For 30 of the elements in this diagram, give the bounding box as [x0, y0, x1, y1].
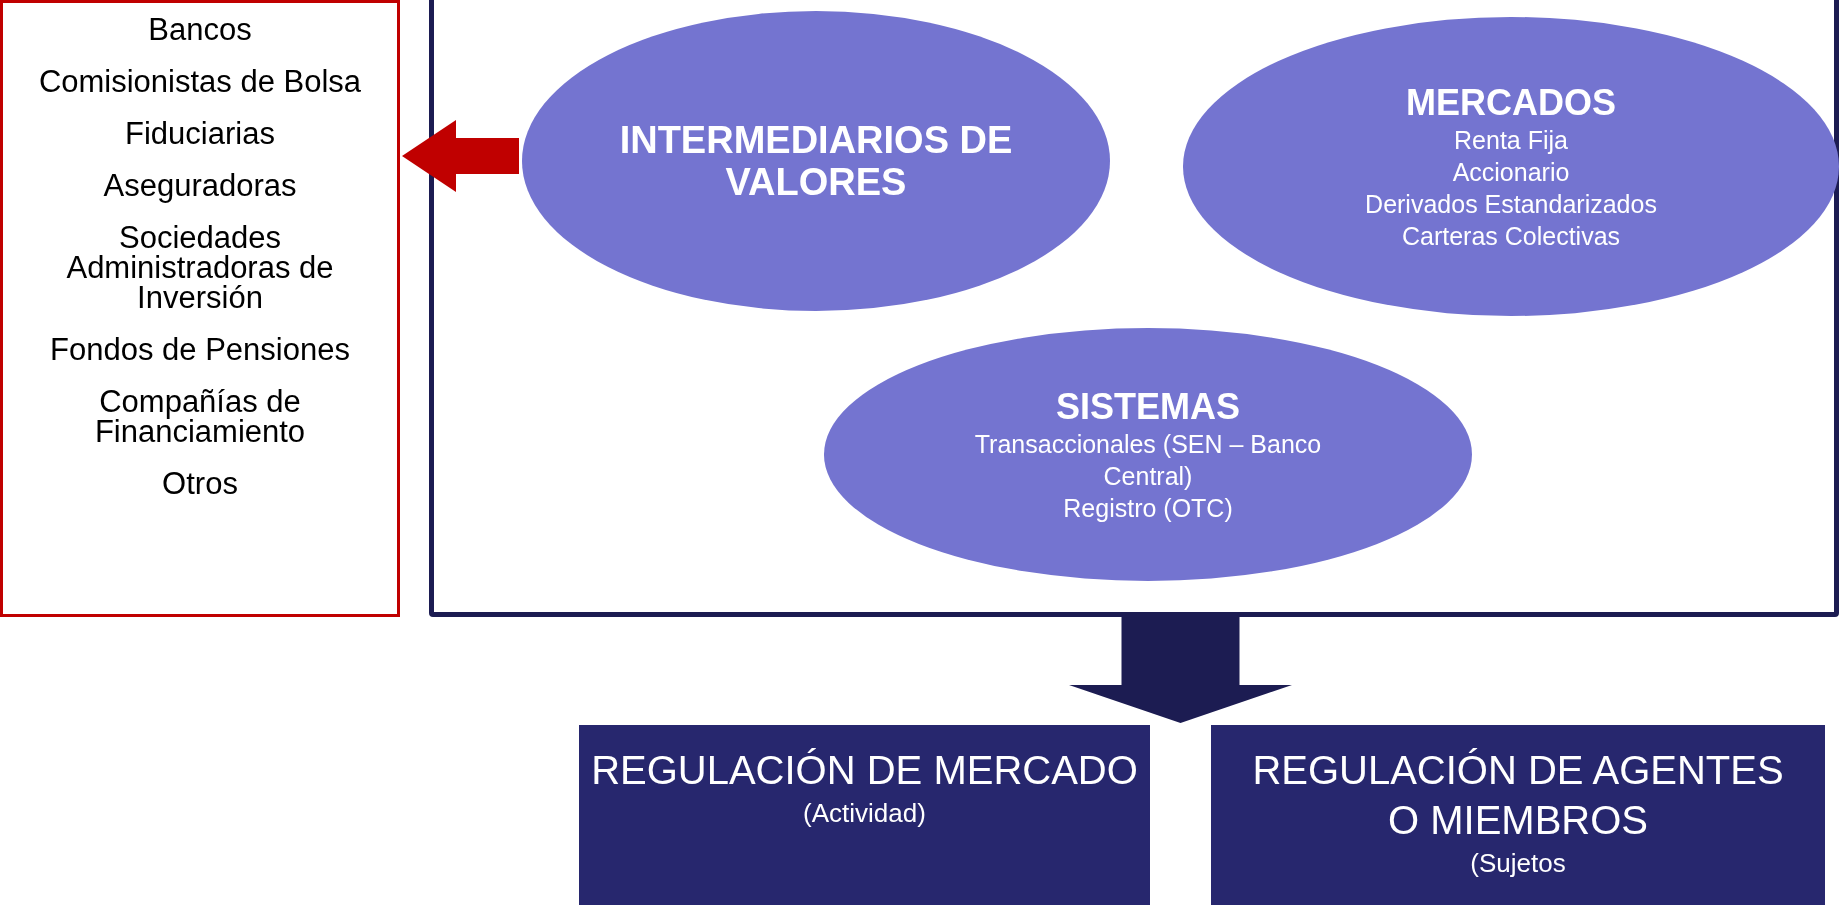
list-box	[0, 0, 400, 617]
list-item: Bancos	[148, 15, 252, 45]
ellipse-item: Carteras Colectivas	[1401, 220, 1621, 252]
list-item: Aseguradoras	[103, 171, 297, 201]
category-ellipse	[1183, 17, 1839, 316]
regulation-box	[1211, 725, 1825, 905]
category-ellipse	[824, 328, 1472, 581]
ellipse-item: Derivados Estandarizados	[1365, 188, 1657, 220]
list-item: Sociedades Administradoras de Inversión	[65, 223, 335, 313]
box-subtitle: (Sujetos	[1470, 847, 1566, 880]
list-item: Comisionistas de Bolsa	[38, 67, 362, 97]
ellipse-heading: INTERMEDIARIOS DE VALORES	[618, 119, 1014, 203]
frame-box	[429, 0, 1839, 617]
block-arrow	[402, 120, 519, 192]
list-item: Fiduciarias	[125, 119, 275, 149]
block-arrow	[1069, 617, 1292, 723]
box-subtitle: (Actividad)	[803, 797, 926, 830]
ellipse-heading: MERCADOS	[1406, 81, 1616, 124]
list-item: Fondos de Pensiones	[50, 335, 350, 365]
ellipse-item: Renta Fija	[1454, 124, 1568, 156]
list-item: Otros	[162, 469, 238, 499]
regulation-box	[579, 725, 1150, 905]
list-item: Compañías de Financiamiento	[93, 387, 307, 447]
box-heading: REGULACIÓN DE AGENTES O MIEMBROS	[1251, 747, 1785, 844]
ellipse-heading: SISTEMAS	[1056, 385, 1240, 428]
ellipse-item: Registro (OTC)	[1063, 492, 1233, 524]
category-ellipse	[522, 11, 1110, 311]
ellipse-item: Accionario	[1452, 156, 1570, 188]
ellipse-item: Transaccionales (SEN – Banco Central)	[973, 428, 1323, 492]
box-heading: REGULACIÓN DE MERCADO	[591, 747, 1138, 794]
